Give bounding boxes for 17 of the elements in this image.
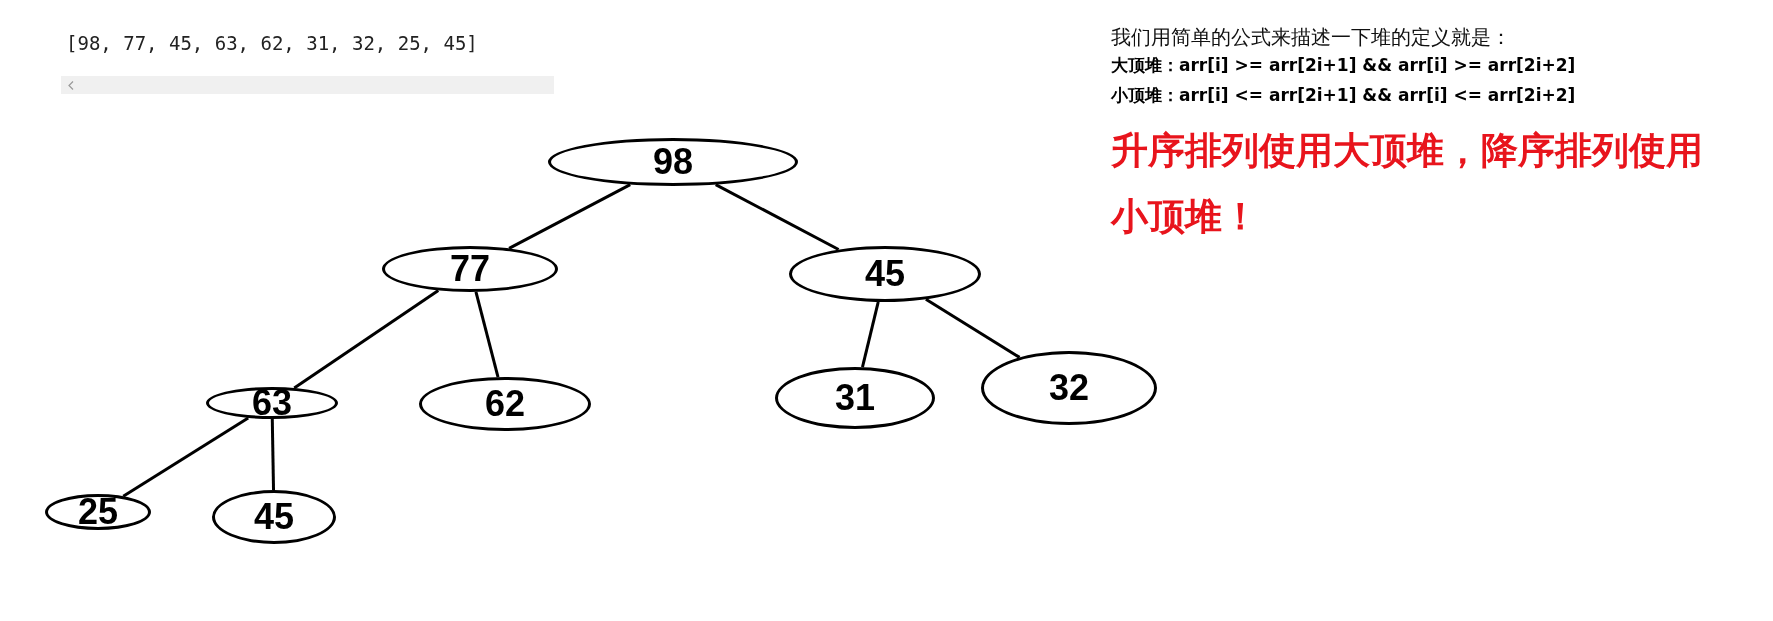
heap-node: 98 xyxy=(548,138,798,186)
heap-node: 63 xyxy=(206,387,338,419)
definition-heading: 我们用简单的公式来描述一下堆的定义就是： xyxy=(1111,24,1511,51)
heap-node: 45 xyxy=(789,246,981,302)
heap-node: 32 xyxy=(981,351,1157,425)
formula-text: 小顶堆：arr[i] <= arr[2i+1] && arr[i] <= arr[2i+2] xyxy=(1111,84,1576,107)
edge-line xyxy=(474,291,500,378)
heap-node: 77 xyxy=(382,246,558,292)
heap-node: 62 xyxy=(419,377,591,431)
heap-node: 25 xyxy=(45,494,151,530)
array-text: [98, 77, 45, 63, 62, 31, 32, 25, 45] xyxy=(66,32,478,54)
heap-node: 45 xyxy=(212,490,336,544)
edge-line xyxy=(861,301,880,368)
note-text: 升序排列使用大顶堆，降序排列使用小顶堆！ xyxy=(1111,128,1704,240)
edge-line xyxy=(270,418,276,491)
heap-node: 31 xyxy=(775,367,935,429)
formula-text: 大顶堆：arr[i] >= arr[2i+1] && arr[i] >= arr[2i+2] xyxy=(1111,54,1576,77)
